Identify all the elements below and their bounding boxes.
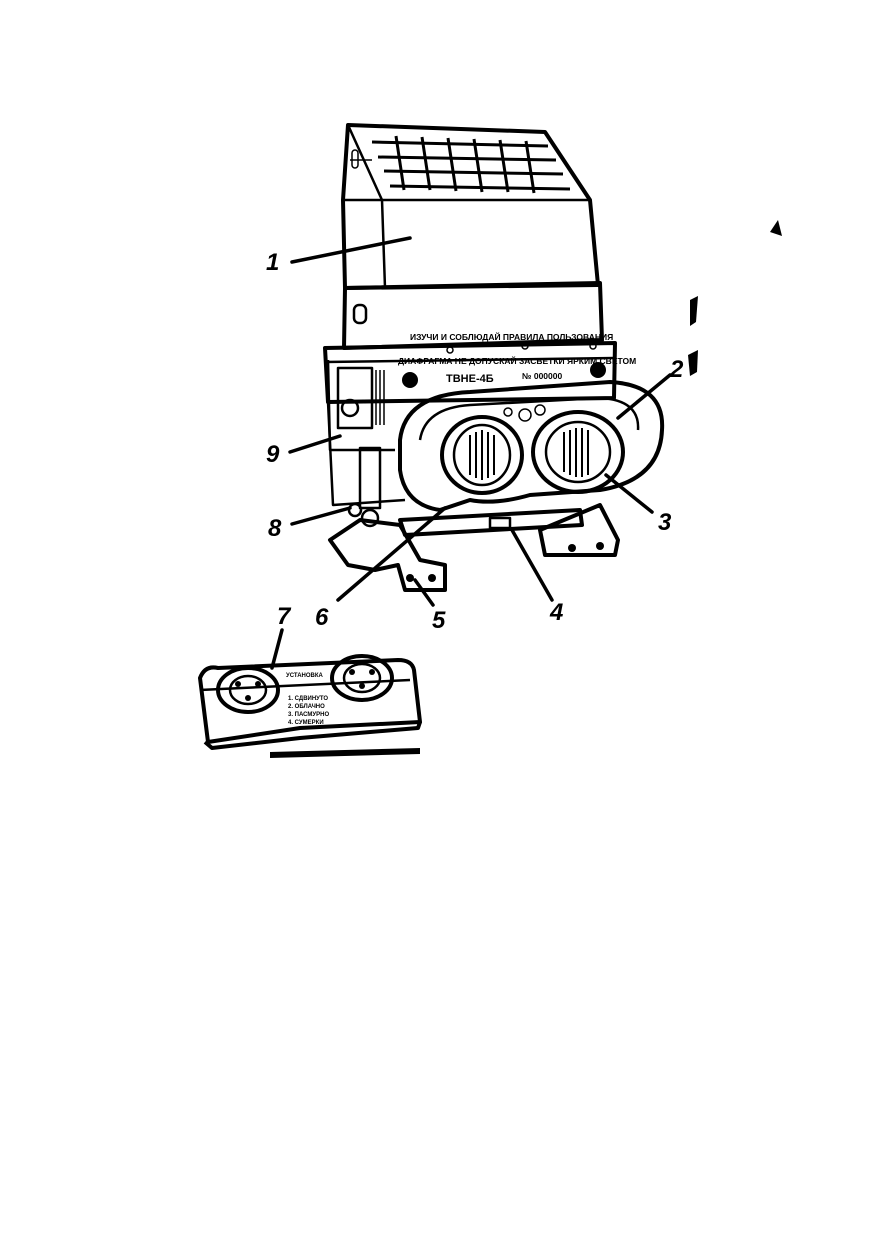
callout-8: 8	[268, 515, 282, 542]
callout-6: 6	[315, 604, 329, 631]
callout-4: 4	[549, 599, 563, 626]
filter-setting-4: 4. СУМЕРКИ	[288, 720, 324, 726]
device-body	[323, 281, 617, 510]
plate-instruction-text: ИЗУЧИ И СОБЛЮДАЙ ПРАВИЛА ПОЛЬЗОВАНИЯ	[410, 331, 613, 342]
filter-disc-right	[330, 654, 394, 702]
left-eyepiece	[440, 415, 524, 495]
mounting-bracket	[328, 502, 620, 592]
filter-plate-title: УСТАНОВКА	[286, 673, 324, 679]
leader-lines	[270, 236, 672, 670]
filter-setting-1: 1. СДВИНУТО	[288, 696, 328, 702]
hood	[341, 123, 600, 290]
scan-artifacts	[270, 220, 782, 758]
hood-grid	[371, 135, 571, 194]
serial-number: № 000000	[522, 371, 562, 381]
eyepiece-assembly	[398, 380, 665, 512]
callout-labels: 1 2 3 4 5 6 7 8 9	[266, 249, 684, 634]
callout-7: 7	[277, 603, 292, 630]
right-eyepiece	[531, 410, 625, 494]
filter-plate: УСТАНОВКА 1. СДВИНУТО 2. ОБЛАЧНО 3. ПАСМ…	[198, 654, 422, 750]
filter-setting-2: 2. ОБЛАЧНО	[288, 704, 325, 710]
plate-warning-text: ДИАФРАГМА НЕ ДОПУСКАЙ ЗАСВЕТКИ ЯРКИМ СВЕ…	[398, 355, 636, 366]
callout-3: 3	[658, 509, 672, 536]
callout-9: 9	[266, 441, 280, 468]
model-label: ТВНЕ-4Б	[446, 373, 494, 385]
filter-setting-3: 3. ПАСМУРНО	[288, 712, 329, 718]
callout-2: 2	[669, 356, 684, 383]
callout-5: 5	[432, 607, 446, 634]
callout-1: 1	[266, 249, 279, 276]
filter-disc-left	[216, 666, 280, 714]
